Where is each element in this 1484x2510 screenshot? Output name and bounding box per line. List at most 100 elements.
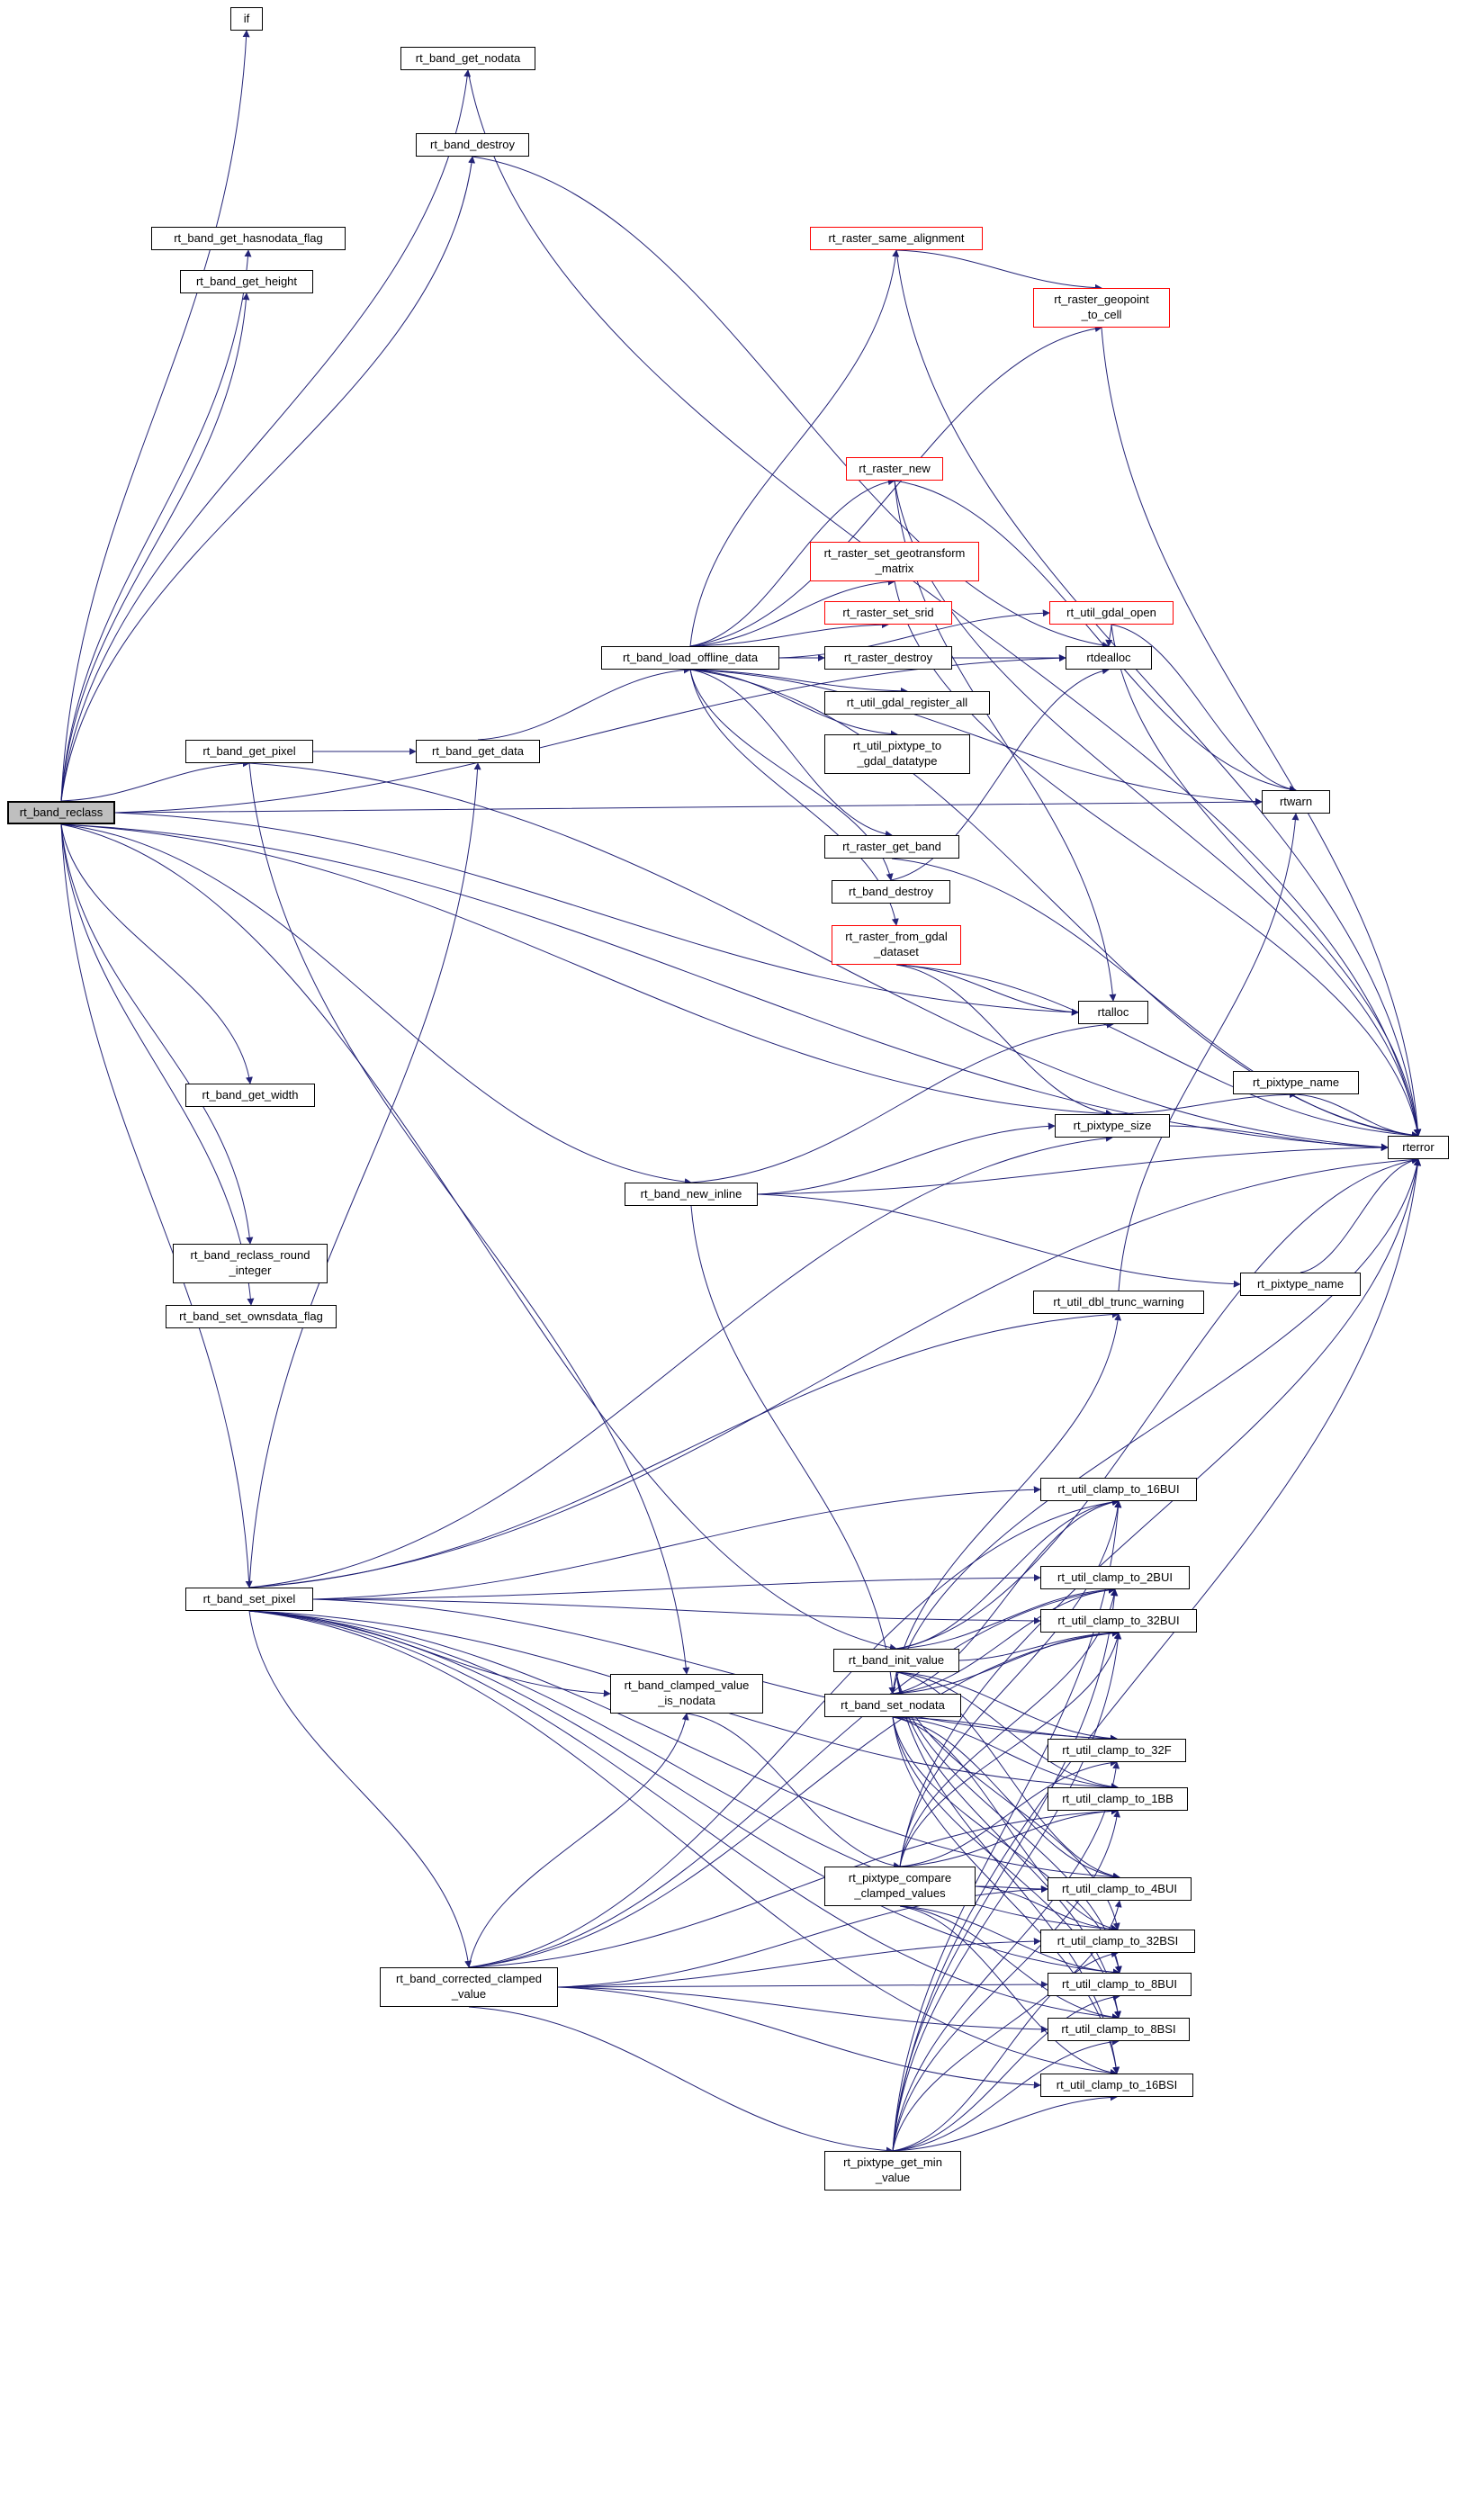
graph-node-get_hasnodata_flag[interactable]: rt_band_get_hasnodata_flag	[151, 227, 346, 250]
call-edge-reclass-to-get_hasnodata_flag	[60, 249, 252, 802]
graph-node-clamp32bsi[interactable]: rt_util_clamp_to_32BSI	[1040, 1930, 1195, 1953]
call-edge-get_min_value-to-rterror	[892, 1158, 1422, 2152]
graph-node-geopoint_to_cell[interactable]: rt_raster_geopoint _to_cell	[1033, 288, 1170, 328]
call-edge-reclass-to-set_pixel	[60, 823, 253, 1588]
call-edge-set_pixel-to-clamp32f	[312, 1598, 1118, 1742]
graph-node-pixtype_to_gdal[interactable]: rt_util_pixtype_to _gdal_datatype	[824, 734, 970, 774]
call-edge-get_min_value-to-clamp16bsi	[892, 2093, 1118, 2152]
graph-node-band_destroy2[interactable]: rt_band_destroy	[832, 880, 950, 904]
graph-node-set_nodata[interactable]: rt_band_set_nodata	[824, 1694, 961, 1717]
call-edge-init_value-to-clamp8bsi	[895, 1671, 1122, 2019]
graph-node-raster_get_band[interactable]: rt_raster_get_band	[824, 835, 959, 859]
graph-node-clamp8bui[interactable]: rt_util_clamp_to_8BUI	[1048, 1973, 1192, 1996]
call-edge-set_pixel-to-clamp2bui	[312, 1574, 1041, 1600]
graph-node-clamp2bui[interactable]: rt_util_clamp_to_2BUI	[1040, 1566, 1190, 1589]
call-edge-pixtype_size-to-pixtype_name1	[1111, 1091, 1297, 1115]
call-edge-reclass-to-new_inline	[60, 823, 692, 1186]
graph-node-clamp8bsi[interactable]: rt_util_clamp_to_8BSI	[1048, 2018, 1190, 2041]
graph-node-new_inline[interactable]: rt_band_new_inline	[625, 1183, 758, 1206]
graph-node-get_nodata[interactable]: rt_band_get_nodata	[400, 47, 535, 70]
call-edge-get_min_value-to-clamp32bui	[892, 1632, 1122, 2152]
call-edge-init_value-to-clamp4bui	[895, 1671, 1120, 1880]
graph-node-clamp1bb[interactable]: rt_util_clamp_to_1BB	[1048, 1787, 1188, 1811]
call-edge-same_alignment-to-geopoint_to_cell	[895, 249, 1102, 292]
graph-node-gdal_register_all[interactable]: rt_util_gdal_register_all	[824, 691, 990, 715]
graph-node-pixtype_name1[interactable]: rt_pixtype_name	[1233, 1071, 1359, 1094]
graph-node-from_gdal_dataset[interactable]: rt_raster_from_gdal _dataset	[832, 925, 961, 965]
graph-node-clamp32bui[interactable]: rt_util_clamp_to_32BUI	[1040, 1609, 1197, 1633]
call-edge-band_destroy2-to-rtdealloc	[890, 667, 1110, 881]
call-edge-reclass-to-get_width	[60, 823, 253, 1084]
graph-node-rterror[interactable]: rterror	[1388, 1136, 1449, 1159]
graph-node-clamp16bui[interactable]: rt_util_clamp_to_16BUI	[1040, 1478, 1197, 1501]
call-edge-set_pixel-to-clamp16bsi	[248, 1610, 1118, 2077]
call-edge-set_pixel-to-clamp16bui	[312, 1486, 1041, 1600]
graph-node-clamped_is_nodata[interactable]: rt_band_clamped_value _is_nodata	[610, 1674, 763, 1714]
graph-node-init_value[interactable]: rt_band_init_value	[833, 1649, 959, 1672]
call-edge-corrected_clamped-to-clamp1bb	[468, 1807, 1119, 1968]
graph-node-same_alignment[interactable]: rt_raster_same_alignment	[810, 227, 983, 250]
call-edge-load_offline-to-set_srid	[689, 621, 889, 647]
graph-node-reclass: rt_band_reclass	[7, 801, 115, 824]
call-edge-reclass-to-band_destroy1	[60, 156, 476, 802]
call-edge-compare_clamped-to-rterror	[899, 1158, 1421, 1867]
call-edge-load_offline-to-raster_new	[689, 478, 895, 647]
call-edge-from_gdal_dataset-to-rterror	[895, 964, 1419, 1139]
call-edge-set_nodata-to-clamp32f	[892, 1716, 1118, 1742]
graph-node-set_geotransform[interactable]: rt_raster_set_geotransform _matrix	[810, 542, 979, 581]
graph-node-get_pixel[interactable]: rt_band_get_pixel	[185, 740, 313, 763]
call-edge-load_offline-to-same_alignment	[689, 249, 900, 647]
graph-node-pixtype_size[interactable]: rt_pixtype_size	[1055, 1114, 1170, 1138]
graph-node-dbl_trunc[interactable]: rt_util_dbl_trunc_warning	[1033, 1291, 1204, 1314]
call-edge-init_value-to-clamp16bui	[895, 1498, 1120, 1650]
graph-node-set_pixel[interactable]: rt_band_set_pixel	[185, 1588, 313, 1611]
call-edge-set_pixel-to-clamp32bui	[312, 1598, 1041, 1624]
graph-node-gdal_open[interactable]: rt_util_gdal_open	[1049, 601, 1174, 625]
call-edge-get_min_value-to-clamp32f	[892, 1761, 1120, 2152]
graph-node-raster_destroy[interactable]: rt_raster_destroy	[824, 646, 952, 670]
graph-node-corrected_clamped[interactable]: rt_band_corrected_clamped _value	[380, 1967, 558, 2007]
call-edge-clamped_is_nodata-to-compare_clamped	[686, 1713, 901, 1869]
call-edge-set_pixel-to-corrected_clamped	[248, 1610, 472, 1968]
call-edge-compare_clamped-to-clamp32f	[899, 1759, 1118, 1867]
call-edge-corrected_clamped-to-get_min_value	[468, 2006, 894, 2155]
graph-node-load_offline[interactable]: rt_band_load_offline_data	[601, 646, 779, 670]
graph-node-get_data[interactable]: rt_band_get_data	[416, 740, 540, 763]
graph-node-rtalloc[interactable]: rtalloc	[1078, 1001, 1148, 1024]
graph-node-rtwarn[interactable]: rtwarn	[1262, 790, 1330, 814]
graph-node-band_destroy1[interactable]: rt_band_destroy	[416, 133, 529, 157]
call-edge-corrected_clamped-to-clamp8bui	[557, 1981, 1048, 1989]
call-edge-reclass-to-reclass_round	[60, 823, 254, 1245]
call-edge-set_pixel-to-get_data	[248, 762, 481, 1588]
graph-node-set_ownsdata[interactable]: rt_band_set_ownsdata_flag	[166, 1305, 337, 1328]
call-edge-geopoint_to_cell-to-rterror	[1101, 327, 1422, 1137]
graph-node-compare_clamped[interactable]: rt_pixtype_compare _clamped_values	[824, 1867, 976, 1906]
call-edge-reclass-to-get_nodata	[60, 69, 472, 802]
call-edge-new_inline-to-set_nodata	[690, 1205, 896, 1695]
call-edge-set_pixel-to-pixtype_size	[248, 1134, 1113, 1588]
call-edge-reclass-to-get_pixel	[60, 760, 250, 802]
call-edge-set_pixel-to-rterror	[248, 1156, 1419, 1588]
call-edge-corrected_clamped-to-clamp16bsi	[557, 1986, 1041, 2089]
call-edge-set_geotransform-to-rterror	[894, 580, 1421, 1137]
graph-node-if[interactable]: if	[230, 7, 263, 31]
graph-node-pixtype_name2[interactable]: rt_pixtype_name	[1240, 1273, 1361, 1296]
call-edge-get_min_value-to-clamp8bsi	[892, 2038, 1120, 2152]
graph-node-clamp16bsi[interactable]: rt_util_clamp_to_16BSI	[1040, 2074, 1193, 2097]
call-edge-compare_clamped-to-clamp16bui	[899, 1500, 1122, 1867]
call-edge-set_nodata-to-rterror	[892, 1158, 1421, 1695]
graph-node-clamp32f[interactable]: rt_util_clamp_to_32F	[1048, 1739, 1186, 1762]
graph-node-get_min_value[interactable]: rt_pixtype_get_min _value	[824, 2151, 961, 2191]
graph-node-get_height[interactable]: rt_band_get_height	[180, 270, 313, 293]
graph-node-clamp4bui[interactable]: rt_util_clamp_to_4BUI	[1048, 1877, 1192, 1901]
call-edge-new_inline-to-rtalloc	[690, 1021, 1114, 1183]
graph-node-set_srid[interactable]: rt_raster_set_srid	[824, 601, 952, 625]
call-edge-set_nodata-to-dbl_trunc	[892, 1313, 1122, 1695]
graph-node-raster_new[interactable]: rt_raster_new	[846, 457, 943, 481]
graph-node-rtdealloc[interactable]: rtdealloc	[1066, 646, 1152, 670]
call-edge-band_destroy1-to-rtdealloc	[472, 156, 1110, 649]
graph-node-get_width[interactable]: rt_band_get_width	[185, 1084, 315, 1107]
graph-node-reclass_round[interactable]: rt_band_reclass_round _integer	[173, 1244, 328, 1283]
call-edge-compare_clamped-to-clamp8bsi	[899, 1905, 1120, 2021]
